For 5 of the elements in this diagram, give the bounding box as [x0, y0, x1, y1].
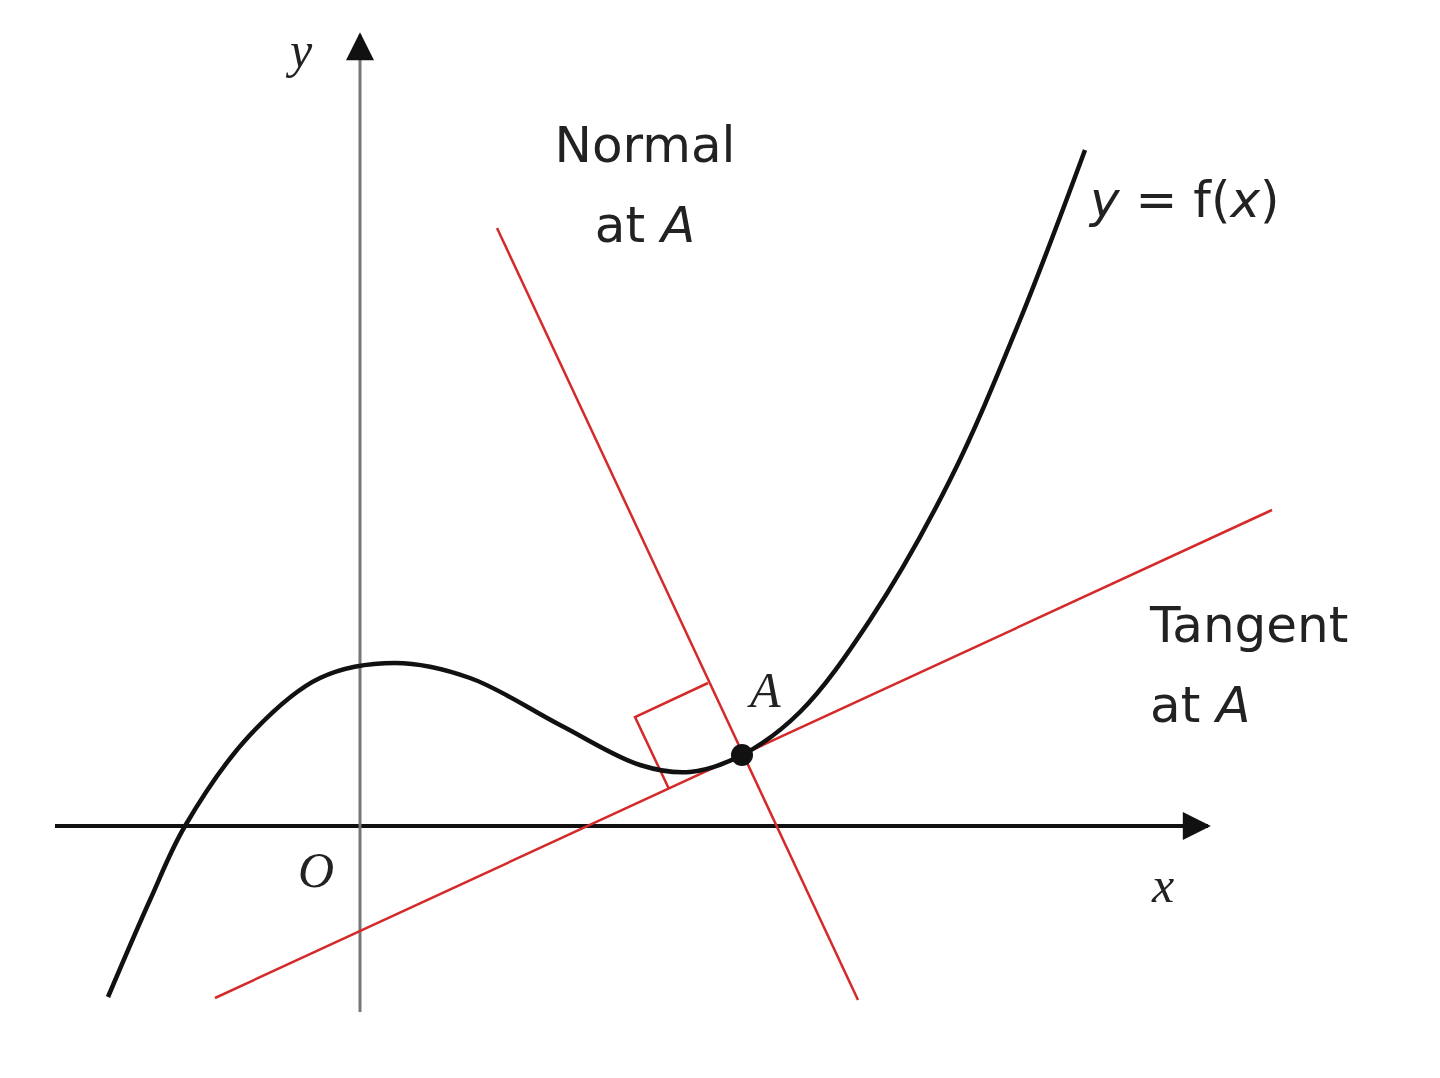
curve-label: y = f(x)	[1090, 170, 1281, 231]
origin-label: O	[298, 841, 335, 900]
axis-label: x	[1152, 856, 1175, 915]
line-label: Tangent at A	[1150, 595, 1350, 736]
line-label: Normal at A	[553, 115, 737, 256]
